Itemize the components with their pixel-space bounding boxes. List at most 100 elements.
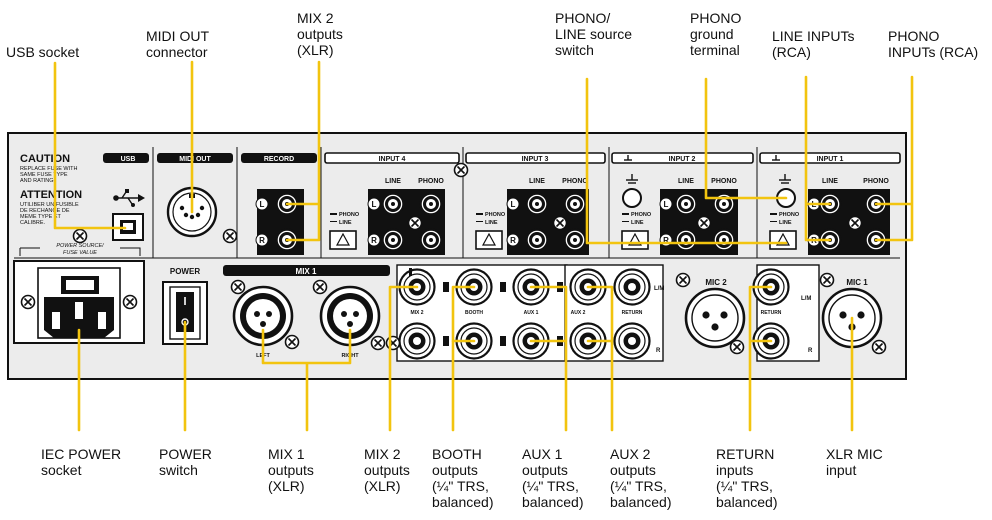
mix2-bottom-jack [398, 322, 436, 360]
return1-r-label: R [808, 348, 813, 354]
input4-r-label: R [371, 236, 377, 245]
input2-switch-phono-label: PHONO [631, 212, 652, 218]
callout-line: ground [690, 26, 734, 42]
callout-line: switch [159, 462, 198, 478]
leader-usb-socket [53, 61, 127, 230]
power-header: POWER [170, 267, 200, 276]
input4-line-l-jack [381, 192, 405, 216]
input2-l-label: L [664, 200, 669, 209]
power-source-text-1: POWER SOURCE/ [56, 243, 104, 249]
callout-power-switch: POWER switch [159, 446, 212, 478]
callout-line: PHONO/ [555, 10, 611, 26]
leader-phono-inputs [874, 75, 914, 242]
callout-line: balanced) [522, 494, 584, 510]
midi-out-header: MIDI OUT [179, 156, 211, 163]
input2-phono-line-switch [621, 230, 649, 250]
callout-line: POWER [159, 446, 212, 462]
callout-line: (¼" TRS, [716, 478, 773, 494]
callout-return-inputs: RETURN inputs (¼" TRS, balanced) [716, 446, 778, 510]
callout-line: RETURN [716, 446, 775, 462]
caution-text-2: SAME FUSE TYPE [20, 172, 68, 178]
input4-phono-line-switch [329, 230, 357, 250]
input3-phono-line-switch [475, 230, 503, 250]
return2-top-jack [613, 268, 651, 306]
callout-line: LINE INPUTs [772, 28, 855, 44]
leader-mix2-top [285, 60, 321, 242]
callout-xlr-mic: XLR MIC input [826, 446, 883, 478]
input4-phono-l-jack [419, 192, 443, 216]
callout-line: XLR MIC [826, 446, 883, 462]
callout-line: PHONO [888, 28, 940, 44]
callout-line: MIX 2 [364, 446, 401, 462]
input4-phono-r-jack [419, 228, 443, 252]
aux2-jack-label: AUX 2 [571, 310, 586, 316]
input2-phono-l-jack [712, 192, 736, 216]
input4-header: INPUT 4 [379, 156, 406, 163]
callout-line: (XLR) [364, 478, 401, 494]
usb-icon [113, 189, 145, 207]
input3-phono-r-jack [563, 228, 587, 252]
callout-line: IEC POWER [41, 446, 122, 462]
input3-switch-phono-label: PHONO [485, 212, 506, 218]
callout-midi-out: MIDI OUT connector [146, 28, 209, 60]
leader-mix1 [261, 328, 352, 432]
input4-l-label: L [372, 200, 377, 209]
input3-r-label: R [510, 236, 516, 245]
record-header: RECORD [264, 156, 294, 163]
input2-r-label: R [663, 236, 669, 245]
input1-phono-label: PHONO [863, 178, 889, 185]
input2-line-label: LINE [678, 178, 694, 185]
callout-line: (¼" TRS, [522, 478, 579, 494]
input1-header: INPUT 1 [817, 156, 844, 163]
callout-line: MIX 2 [297, 10, 334, 26]
input2-switch-line-label: LINE [631, 220, 644, 226]
input1-line-label: LINE [822, 178, 838, 185]
callout-line: socket [41, 462, 82, 478]
leader-booth [451, 285, 476, 432]
leader-phono-ground [704, 77, 788, 200]
leader-return [748, 285, 773, 432]
attention-text-3: MEME TYPE ET [20, 214, 61, 220]
input1-phono-line-switch [769, 230, 797, 250]
input3-line-l-jack [525, 192, 549, 216]
return1-jack-label: RETURN [761, 310, 782, 316]
callout-phono-inputs: PHONO INPUTs (RCA) [888, 28, 978, 60]
mic2-header: MIC 2 [705, 278, 727, 287]
callout-mix2-top: MIX 2 outputs (XLR) [297, 10, 343, 58]
callout-line: outputs [364, 462, 410, 478]
callout-line: INPUTs (RCA) [888, 44, 979, 60]
callout-line: AUX 1 [522, 446, 563, 462]
input1-switch-phono-label: PHONO [779, 212, 800, 218]
record-r-label: R [259, 236, 265, 245]
aux1-jack-label: AUX 1 [524, 310, 539, 316]
callout-usb-socket: USB socket [6, 44, 79, 60]
callout-line: terminal [690, 42, 740, 58]
input2-phono-label: PHONO [711, 178, 737, 185]
input1-switch-line-label: LINE [779, 220, 792, 226]
return2-r-label: R [656, 348, 661, 354]
callout-phono-ground: PHONO ground terminal [690, 10, 741, 58]
caution-text-3: AND RATING. [20, 178, 56, 184]
callout-mix2-bottom: MIX 2 outputs (XLR) [364, 446, 410, 494]
callout-line: (¼" TRS, [432, 478, 489, 494]
attention-title: ATTENTION [20, 189, 82, 201]
midi-out-header-bar [157, 153, 233, 163]
callout-line: balanced) [610, 494, 672, 510]
leader-line-inputs [804, 75, 832, 242]
callout-line: MIX 1 [268, 446, 305, 462]
callout-line: BOOTH [432, 446, 482, 462]
callout-aux2-outputs: AUX 2 outputs (¼" TRS, balanced) [610, 446, 672, 510]
attention-text-2: DE RECHANGE DE [20, 208, 70, 214]
callout-line: outputs [297, 26, 343, 42]
callout-line: MIDI OUT [146, 28, 209, 44]
input3-phono-l-jack [563, 192, 587, 216]
callout-line-inputs: LINE INPUTs (RCA) [772, 28, 854, 60]
usb-header: USB [121, 156, 136, 163]
callout-line: switch [555, 42, 594, 58]
input4-line-label: LINE [385, 178, 401, 185]
return2-bottom-jack [613, 322, 651, 360]
callout-line: (RCA) [772, 44, 811, 60]
caution-text-1: REPLACE FUSE WITH [20, 166, 77, 172]
